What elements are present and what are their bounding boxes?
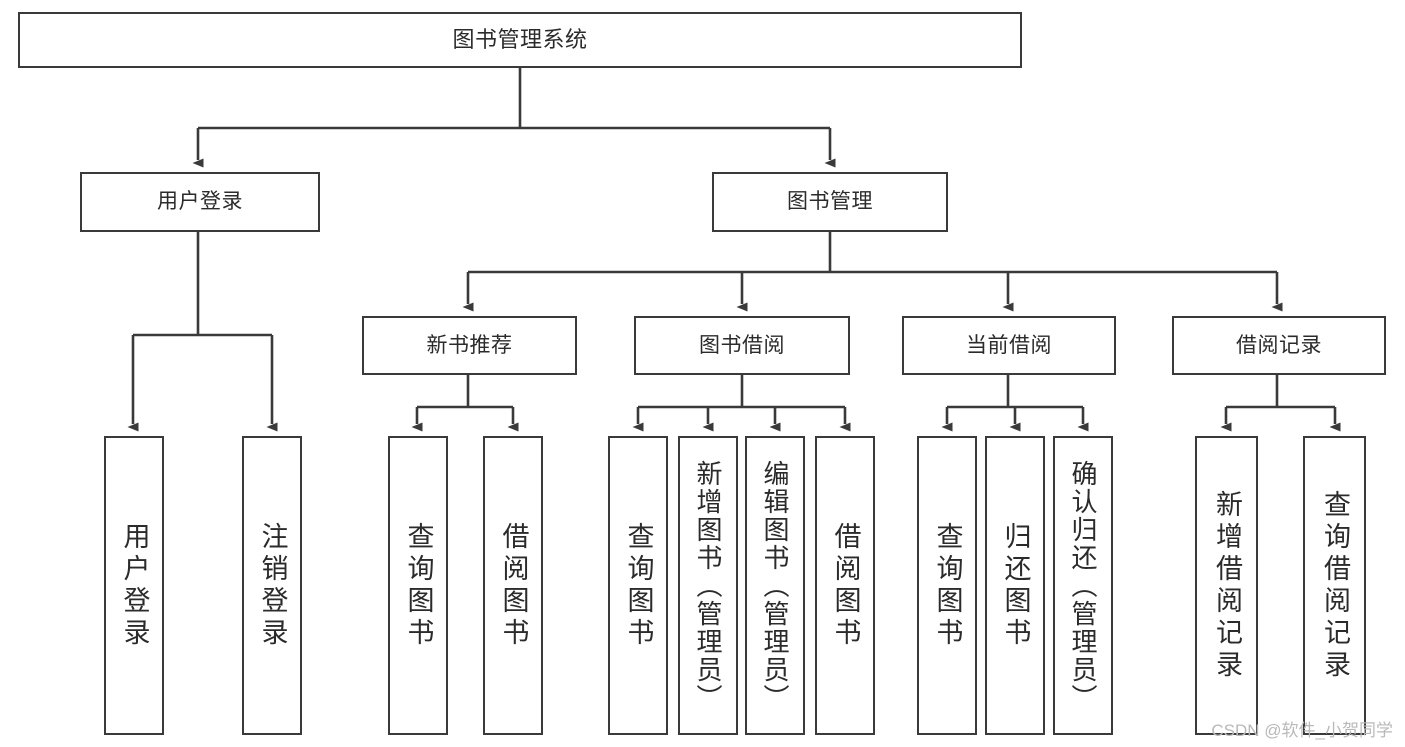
leaf-return-books[interactable]: 归还图书 bbox=[985, 436, 1045, 735]
node-label: 借阅记录 bbox=[1236, 333, 1322, 357]
node-book-management[interactable]: 图书管理 bbox=[712, 172, 948, 232]
leaf-confirm-return-admin[interactable]: 确认归还（管理员） bbox=[1053, 436, 1113, 735]
node-label: 图书借阅 bbox=[699, 333, 785, 357]
leaf-add-book-admin[interactable]: 新增图书（管理员） bbox=[678, 436, 738, 735]
node-label: 查询图书 bbox=[932, 521, 963, 650]
node-borrow-records[interactable]: 借阅记录 bbox=[1172, 316, 1386, 375]
node-current-borrow[interactable]: 当前借阅 bbox=[902, 316, 1116, 375]
leaf-edit-book-admin[interactable]: 编辑图书（管理员） bbox=[745, 436, 805, 735]
node-label: 图书管理系统 bbox=[452, 26, 588, 52]
node-root-system[interactable]: 图书管理系统 bbox=[18, 12, 1022, 68]
leaf-user-login[interactable]: 用户登录 bbox=[104, 436, 164, 735]
leaf-query-borrow-record[interactable]: 查询借阅记录 bbox=[1303, 436, 1366, 735]
node-user-login[interactable]: 用户登录 bbox=[80, 172, 320, 232]
node-label: 查询借阅记录 bbox=[1320, 489, 1350, 682]
leaf-borrow-books-recommend[interactable]: 借阅图书 bbox=[483, 436, 543, 735]
node-label: 图书管理 bbox=[787, 190, 873, 214]
node-label: 确认归还（管理员） bbox=[1068, 459, 1098, 712]
node-label: 注销登录 bbox=[257, 521, 288, 650]
node-label: 新增借阅记录 bbox=[1212, 489, 1242, 682]
node-label: 归还图书 bbox=[1000, 521, 1031, 650]
leaf-query-books-current[interactable]: 查询图书 bbox=[917, 436, 977, 735]
node-label: 用户登录 bbox=[119, 521, 150, 650]
leaf-query-books-borrow[interactable]: 查询图书 bbox=[608, 436, 668, 735]
node-label: 新增图书（管理员） bbox=[693, 459, 723, 712]
node-label: 借阅图书 bbox=[498, 521, 529, 650]
node-book-borrow[interactable]: 图书借阅 bbox=[634, 316, 850, 375]
node-label: 新书推荐 bbox=[426, 333, 513, 357]
node-label: 当前借阅 bbox=[966, 333, 1052, 357]
leaf-borrow-books[interactable]: 借阅图书 bbox=[815, 436, 875, 735]
node-label: 查询图书 bbox=[623, 521, 654, 650]
watermark: CSDN @软件_小贺同学 bbox=[1211, 721, 1393, 740]
leaf-add-borrow-record[interactable]: 新增借阅记录 bbox=[1195, 436, 1258, 735]
node-label: 查询图书 bbox=[403, 521, 434, 650]
leaf-logout[interactable]: 注销登录 bbox=[242, 436, 302, 735]
node-label: 用户登录 bbox=[157, 190, 243, 214]
leaf-query-books-recommend[interactable]: 查询图书 bbox=[388, 436, 448, 735]
node-label: 借阅图书 bbox=[830, 521, 861, 650]
node-label: 编辑图书（管理员） bbox=[760, 459, 790, 712]
node-new-book-recommend[interactable]: 新书推荐 bbox=[362, 316, 577, 375]
